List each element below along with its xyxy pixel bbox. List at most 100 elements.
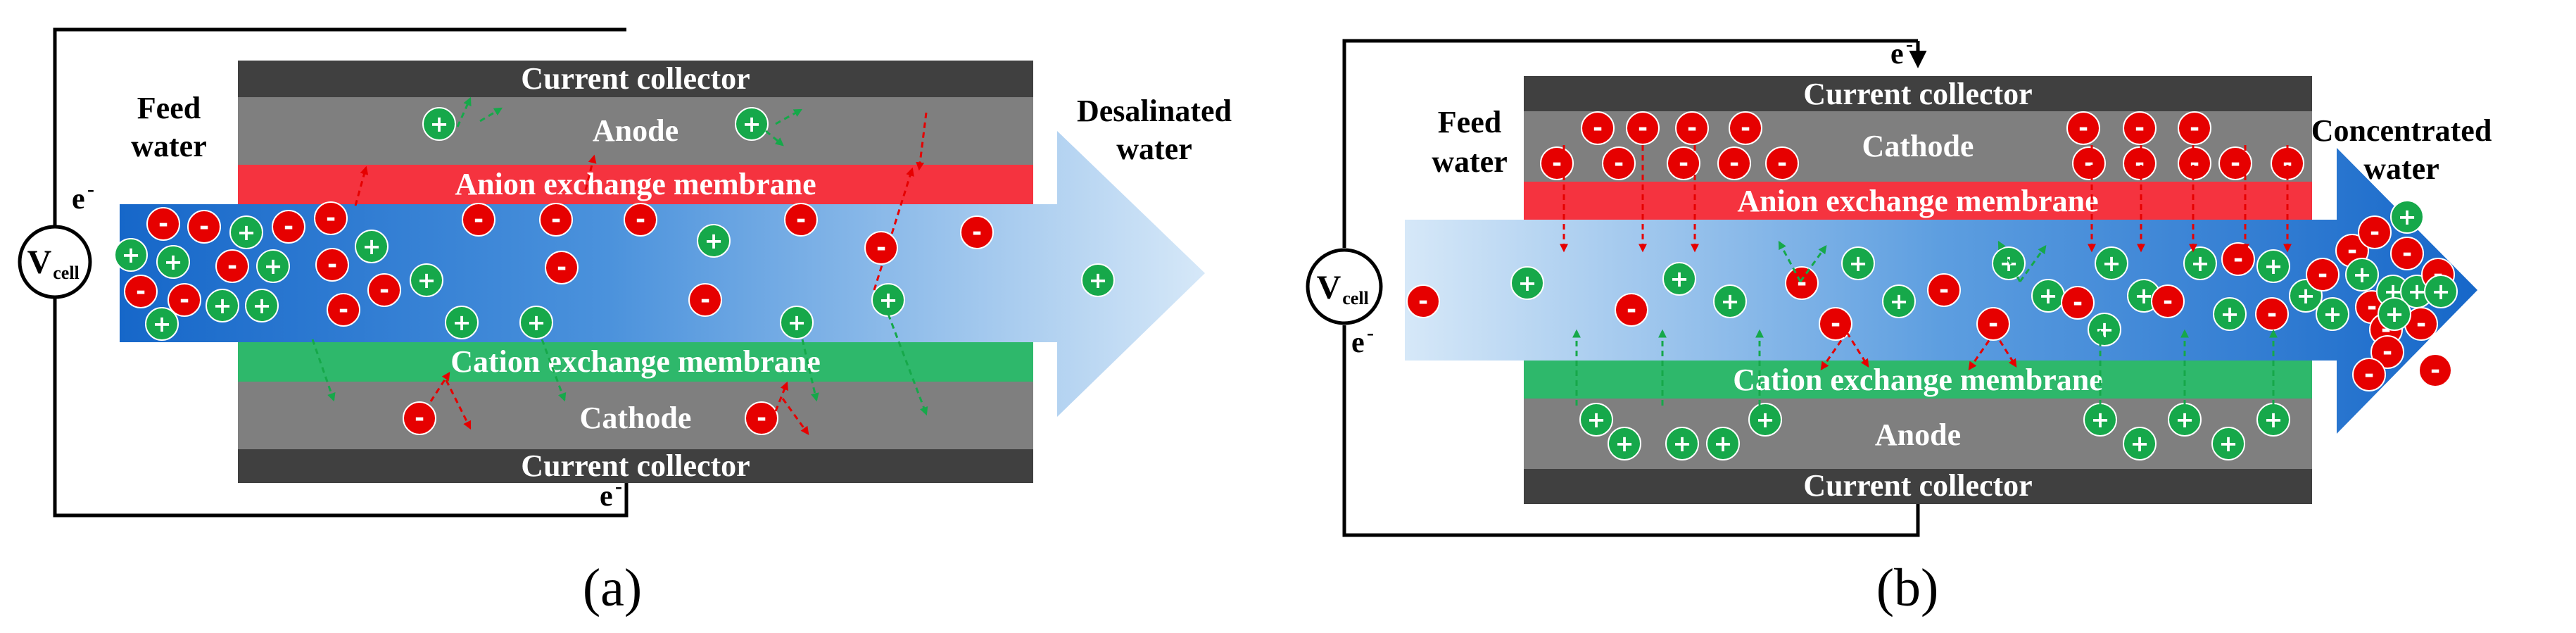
- anion-ion: [2358, 215, 2392, 249]
- anion-ion: [2370, 335, 2404, 369]
- anion-sign: -: [2267, 300, 2277, 328]
- migration-arrow: [354, 165, 369, 206]
- migration-arrow: [479, 107, 503, 123]
- cation-sign: +: [2135, 282, 2154, 309]
- cation-sign: +: [153, 311, 172, 337]
- cation-exchange-membrane-b: [1524, 361, 2312, 399]
- cation-ion: [1882, 284, 1916, 318]
- cation-sign: +: [122, 242, 141, 268]
- electron-label-top-a: e: [72, 183, 85, 215]
- electron-label-top-b: e: [1890, 38, 1904, 70]
- anion-sign: -: [1741, 114, 1750, 142]
- anion-sign: -: [1729, 149, 1739, 177]
- anion-sign: -: [2190, 149, 2199, 177]
- panel-label-b: (b): [1876, 558, 1939, 618]
- cation-sign: +: [2432, 278, 2451, 305]
- anion-sign: -: [2367, 293, 2377, 321]
- cation-ion: [2345, 258, 2379, 292]
- bottom-collector-label-a: Current collector: [521, 449, 750, 483]
- panel-a: Current collector Anode Anion exchange m…: [18, 27, 1232, 618]
- cation-sign: +: [1518, 270, 1537, 296]
- cation-sign: +: [1714, 430, 1733, 457]
- cation-sign: +: [417, 267, 436, 294]
- bottom-membrane-label-b: Cation exchange membrane: [1733, 363, 2103, 397]
- cation-ion: [245, 289, 279, 322]
- anion-ion: [1785, 266, 1819, 300]
- anion-ion: [327, 293, 360, 327]
- anion-ion: [367, 273, 401, 307]
- inlet-label-line2-b: water: [1432, 144, 1508, 179]
- anion-ion: [1581, 111, 1615, 145]
- anion-sign: -: [757, 404, 766, 432]
- cation-ion: [780, 306, 814, 339]
- anion-ion: [2072, 146, 2106, 180]
- cation-ion: [256, 249, 290, 283]
- anion-ion: [624, 203, 657, 237]
- flow-arrow-a: [120, 131, 1205, 417]
- cation-sign: +: [237, 219, 256, 246]
- anion-sign: -: [1939, 276, 1949, 304]
- anion-ion: [314, 201, 348, 235]
- inlet-label-line2-a: water: [131, 129, 207, 163]
- cation-sign: +: [1673, 430, 1692, 457]
- anion-ion: [545, 251, 579, 284]
- cation-ion: [519, 306, 553, 339]
- electron-label-bottom-b: e: [1351, 327, 1365, 359]
- anion-ion: [1819, 307, 1852, 341]
- cation-ion: [1579, 403, 1613, 437]
- anion-ion: [539, 203, 573, 237]
- top-current-collector-b: [1524, 76, 2312, 111]
- anion-ion: [124, 275, 158, 308]
- migration-arrow: [1820, 332, 1848, 370]
- anion-sign: -: [972, 218, 982, 246]
- cation-sign: +: [2191, 250, 2210, 277]
- migration-arrow: [887, 313, 928, 416]
- anion-sign: -: [1552, 149, 1562, 177]
- anion-sign: -: [284, 213, 293, 241]
- migration-arrow: [311, 339, 336, 402]
- cation-ion: [2424, 275, 2458, 308]
- panel-b: Current collector Cathode Anion exchange…: [1306, 32, 2492, 618]
- anion-sign: -: [199, 213, 209, 241]
- anion-sign: -: [415, 404, 424, 432]
- top-collector-label-b: Current collector: [1803, 77, 2032, 111]
- anion-sign: -: [2430, 356, 2440, 384]
- anion-ion: [215, 249, 249, 283]
- anion-sign: -: [2402, 239, 2412, 268]
- ions-group-a: --+--+++-+--+--++-++++------+--++++--: [114, 107, 1115, 435]
- anion-ion: [187, 210, 221, 244]
- anion-sign: -: [2370, 218, 2380, 246]
- anion-exchange-membrane-a: [238, 165, 1033, 204]
- cation-ion: [1081, 263, 1115, 297]
- anion-ion: [784, 203, 818, 237]
- anion-ion: [960, 215, 994, 249]
- cation-sign: +: [2091, 406, 2110, 433]
- migration-arrow: [1993, 332, 2017, 368]
- anion-sign: -: [1679, 149, 1688, 177]
- anion-ion: [462, 203, 495, 237]
- voltage-symbol-a: V: [27, 244, 52, 281]
- anion-ion: [2061, 286, 2095, 320]
- migration-arrow: [1778, 240, 1802, 282]
- anion-ion: [2218, 146, 2252, 180]
- anion-sign: -: [2364, 361, 2374, 389]
- migration-arrow: [445, 380, 472, 430]
- anion-sign: -: [1687, 114, 1697, 142]
- voltage-subscript-a: cell: [53, 263, 80, 283]
- cation-sign: +: [164, 249, 183, 275]
- cation-sign: +: [1587, 406, 1606, 433]
- bottom-collector-label-b: Current collector: [1803, 468, 2032, 503]
- anion-ion: [1675, 111, 1709, 145]
- migration-arrow: [1799, 245, 1827, 282]
- cation-sign: +: [264, 253, 283, 280]
- bottom-electrode-label-b: Anode: [1875, 418, 1961, 452]
- anion-ion: [2178, 111, 2211, 145]
- cation-sign: +: [1890, 288, 1909, 315]
- anion-sign: -: [1593, 114, 1603, 142]
- anion-sign: -: [636, 206, 645, 234]
- cation-ion: [1662, 262, 1696, 296]
- cation-ion: [2378, 297, 2411, 331]
- cation-exchange-membrane-a: [238, 342, 1033, 382]
